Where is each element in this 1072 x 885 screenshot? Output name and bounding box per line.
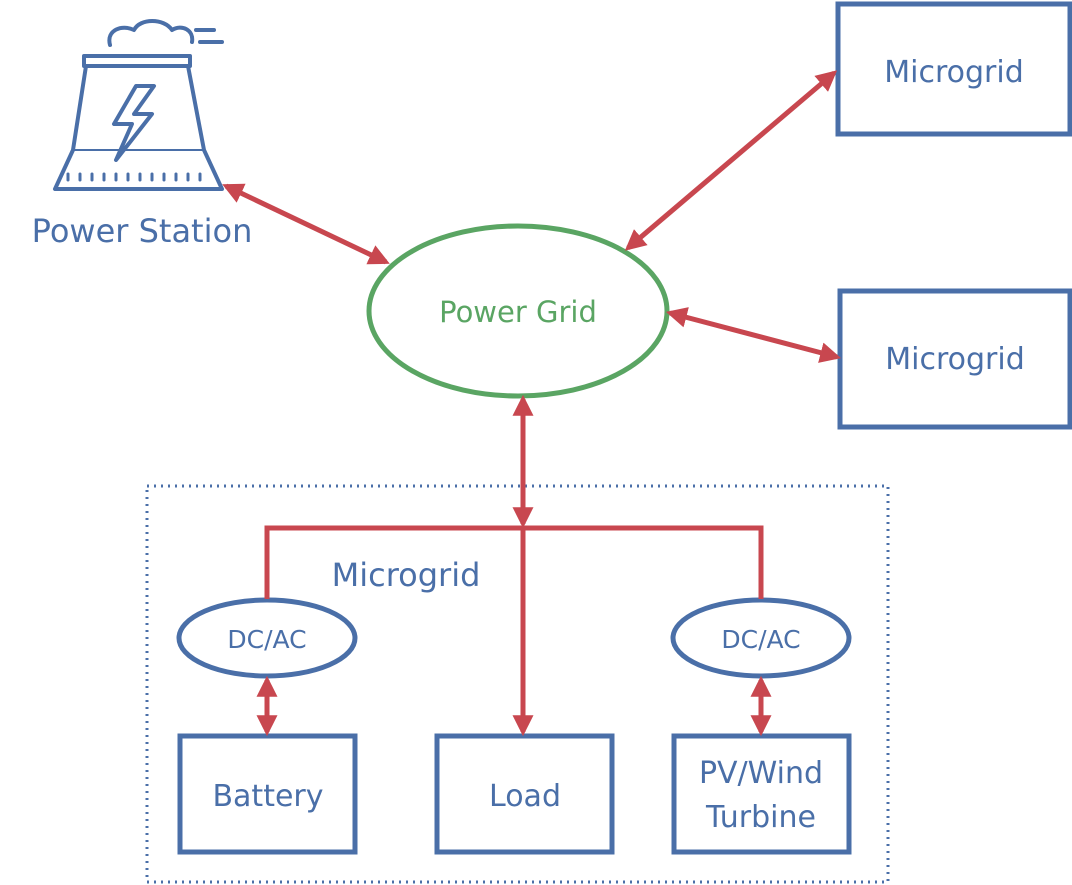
arrow-grid-microgrid-mid [665,307,842,363]
local-bus-line [264,525,764,599]
power-station-label: Power Station [32,212,253,250]
battery-label: Battery [212,779,323,814]
converter-left-label: DC/AC [227,625,306,654]
pv-label-line2: Turbine [705,800,816,835]
load-label: Load [489,779,561,814]
converter-right-label: DC/AC [721,625,800,654]
microgrid-top-label: Microgrid [884,55,1024,90]
local-microgrid-label: Microgrid [332,556,481,594]
power-plant-icon [53,19,224,191]
microgrid-box-top [835,1,1072,137]
power-grid-label: Power Grid [439,295,597,329]
arrow-grid-microgrid-top [624,70,838,251]
microgrid-mid-label: Microgrid [885,342,1025,377]
local-microgrid-boundary [145,484,890,884]
arrow-station-grid [222,183,390,265]
pv-label-line1: PV/Wind [699,756,823,791]
